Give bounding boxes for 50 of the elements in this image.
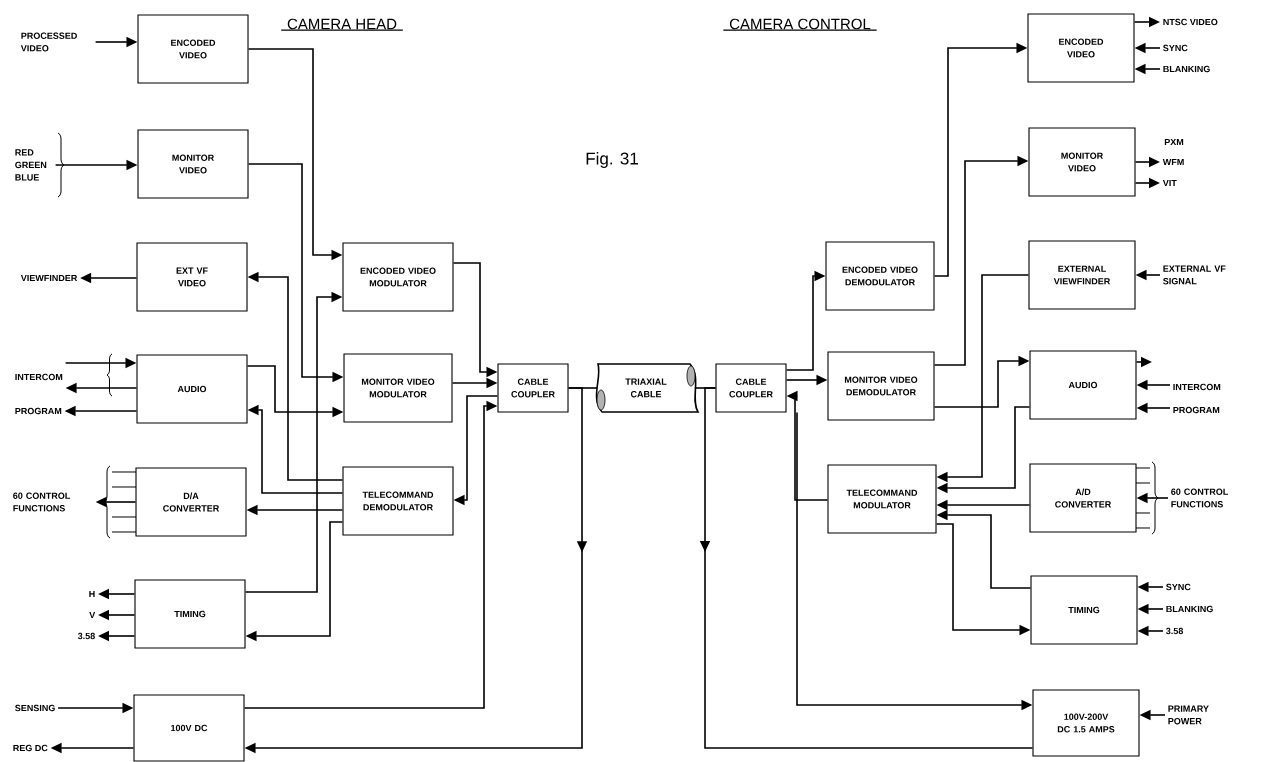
block-box: MONITOR VIDEO MODULATOR xyxy=(343,353,453,423)
signal-label: RED GREEN BLUE xyxy=(15,149,47,181)
block-box: 100V DC xyxy=(133,694,245,762)
block-box: EXT VF VIDEO xyxy=(136,242,248,312)
signal-label: PXM xyxy=(1164,138,1184,146)
signal-label: 60 CONTROL FUNCTIONS xyxy=(1171,488,1229,508)
section-heading: CAMERA HEAD xyxy=(280,18,404,31)
block-box: MONITOR VIDEO xyxy=(137,129,249,199)
signal-label: SENSING xyxy=(15,704,55,712)
signal-label: BLANKING xyxy=(1166,605,1213,613)
block-box: MONITOR VIDEO xyxy=(1028,127,1136,197)
signal-label: V xyxy=(89,611,96,619)
block-box: EXTERNAL VIEWFINDER xyxy=(1028,240,1136,310)
block-box: ENCODED VIDEO MODULATOR xyxy=(342,242,454,312)
figure-caption: Fig. 31 xyxy=(586,152,638,168)
block-box: ENCODED VIDEO DEMODULATOR xyxy=(825,241,935,311)
signal-label: 3.58 xyxy=(77,632,95,640)
block-box: ENCODED VIDEO xyxy=(1027,13,1135,83)
section-heading: CAMERA CONTROL xyxy=(722,18,878,31)
signal-label: 3.58 xyxy=(1166,627,1184,635)
signal-label: PROGRAM xyxy=(15,407,62,415)
signal-label: EXTERNAL VF SIGNAL xyxy=(1163,265,1226,285)
signal-label: 60 CONTROL FUNCTIONS xyxy=(13,492,71,512)
block-box: AUDIO xyxy=(1029,350,1137,420)
block-box: MONITOR VIDEO DEMODULATOR xyxy=(827,351,935,421)
block-box: AUDIO xyxy=(136,354,248,424)
block-box: TELECOMMAND DEMODULATOR xyxy=(342,466,454,536)
block-box: CABLE COUPLER xyxy=(715,363,787,413)
signal-label: INTERCOM xyxy=(1173,383,1221,391)
signal-label: PROCESSED VIDEO xyxy=(20,32,77,52)
block-box: CABLE COUPLER xyxy=(497,363,569,413)
signal-label: VIEWFINDER xyxy=(20,274,78,282)
signal-label: PRIMARY POWER xyxy=(1168,705,1209,725)
block-box: TIMING xyxy=(134,579,246,649)
block-box: TELECOMMAND MODULATOR xyxy=(827,464,937,534)
signal-label: VIT xyxy=(1162,179,1177,187)
block-box: ENCODED VIDEO xyxy=(137,14,249,84)
signal-label: BLANKING xyxy=(1163,65,1210,73)
signal-label: REG DC xyxy=(13,744,48,752)
signal-label: WFM xyxy=(1162,158,1184,166)
signal-label: SYNC xyxy=(1163,44,1188,52)
block-box: TIMING xyxy=(1030,575,1138,645)
signal-label: SYNC xyxy=(1166,583,1191,591)
block-box: A/D CONVERTER xyxy=(1029,463,1137,533)
signal-label: H xyxy=(89,590,95,598)
block-box: 100V-200V DC 1.5 AMPS xyxy=(1032,689,1140,757)
signal-label: NTSC VIDEO xyxy=(1163,18,1218,26)
signal-label: INTERCOM xyxy=(15,373,63,381)
signal-label: PROGRAM xyxy=(1173,406,1220,414)
block-box: D/A CONVERTER xyxy=(135,467,247,537)
